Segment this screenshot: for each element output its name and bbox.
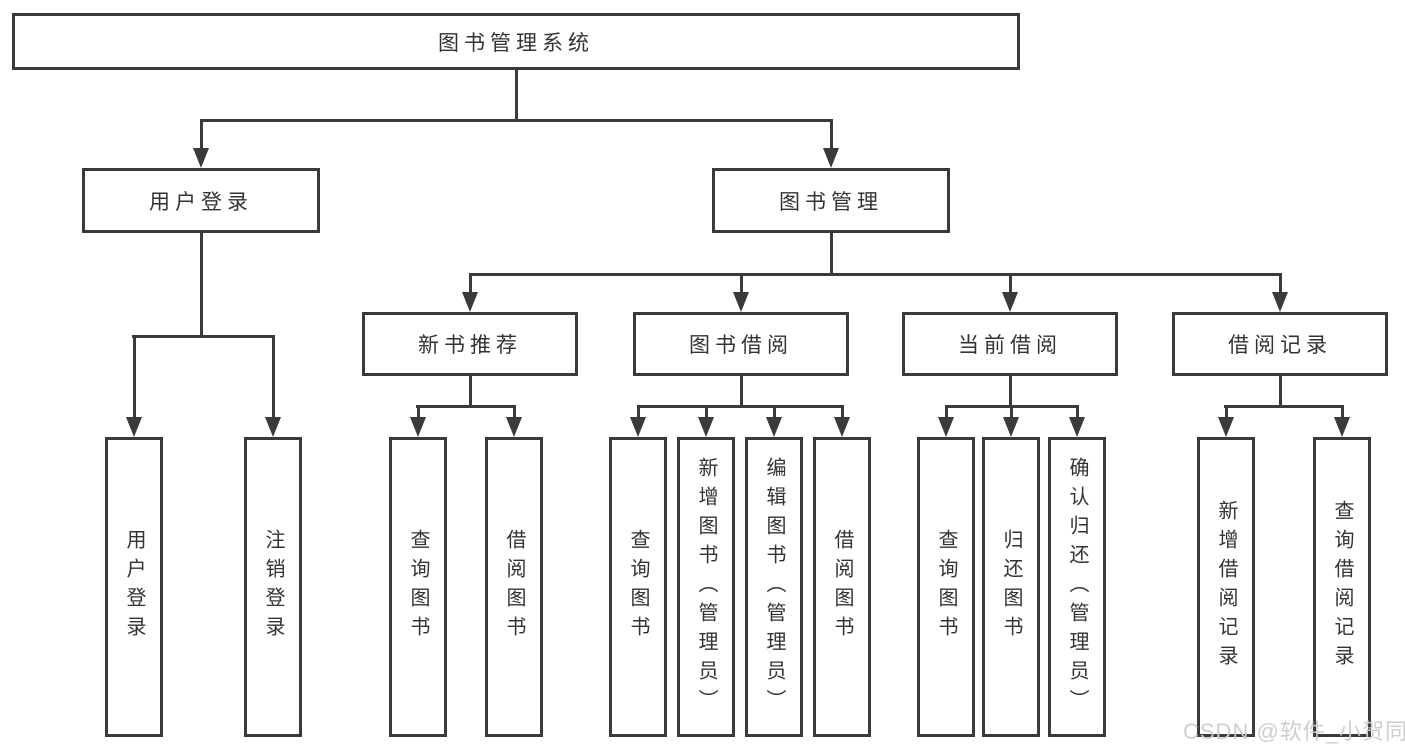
leaf-borrow-book-label: 借阅图书 (831, 529, 853, 645)
connector-line (1341, 405, 1344, 419)
leaf-newbooks-borrow-label: 借阅图书 (503, 529, 525, 645)
arrow-down-icon (823, 148, 839, 168)
arrow-down-icon (1272, 292, 1288, 312)
connector-line (740, 273, 743, 292)
leaf-borrow-book: 借阅图书 (813, 437, 871, 737)
leaf-borrow-edit-label: 编辑图书（管理员） (763, 456, 785, 718)
connector-line (1224, 405, 1343, 408)
arrow-down-icon (733, 292, 749, 312)
connector-line (469, 273, 1282, 276)
leaf-current-return-label: 归还图书 (1000, 529, 1022, 645)
node-user-login-label: 用户登录 (149, 190, 253, 214)
connector-line (637, 405, 844, 408)
leaf-current-query-label: 查询图书 (935, 529, 957, 645)
arrow-down-icon (410, 417, 426, 437)
leaf-borrow-query: 查询图书 (609, 437, 667, 737)
connector-line (200, 119, 832, 122)
node-user-login: 用户登录 (82, 168, 320, 233)
node-book-mgmt-label: 图书管理 (779, 190, 883, 214)
arrow-down-icon (462, 292, 478, 312)
leaf-current-query: 查询图书 (917, 437, 975, 737)
connector-line (469, 273, 472, 292)
leaf-borrow-add-label: 新增图书（管理员） (695, 456, 717, 718)
node-book-mgmt: 图书管理 (712, 168, 950, 233)
leaf-user-login: 用户登录 (105, 437, 163, 737)
leaf-logout: 注销登录 (244, 437, 302, 737)
connector-line (1279, 376, 1282, 408)
leaf-logout-label: 注销登录 (262, 529, 284, 645)
arrow-down-icon (766, 417, 782, 437)
csdn-watermark: CSDN @软件_小贺同学 (1183, 719, 1405, 744)
node-borrow-records: 借阅记录 (1172, 312, 1388, 376)
connector-line (830, 119, 833, 148)
arrow-down-icon (938, 417, 954, 437)
connector-line (416, 405, 515, 408)
leaf-borrow-edit: 编辑图书（管理员） (745, 437, 803, 737)
leaf-newbooks-query: 查询图书 (389, 437, 447, 737)
leaf-current-confirm: 确认归还（管理员） (1048, 437, 1106, 737)
connector-line (513, 405, 516, 419)
leaf-records-query-label: 查询借阅记录 (1331, 500, 1353, 674)
node-current-borrow-label: 当前借阅 (958, 334, 1062, 357)
arrow-down-icon (698, 417, 714, 437)
connector-line (417, 405, 420, 419)
arrow-down-icon (265, 417, 281, 437)
node-book-borrow: 图书借阅 (633, 312, 849, 376)
leaf-newbooks-borrow: 借阅图书 (485, 437, 543, 737)
leaf-current-return: 归还图书 (982, 437, 1040, 737)
node-current-borrow: 当前借阅 (902, 312, 1118, 376)
node-new-books: 新书推荐 (362, 312, 578, 376)
connector-line (773, 405, 776, 419)
arrow-down-icon (126, 417, 142, 437)
leaf-user-login-label: 用户登录 (123, 529, 145, 645)
node-new-books-label: 新书推荐 (418, 334, 522, 357)
arrow-down-icon (834, 417, 850, 437)
leaf-records-add-label: 新增借阅记录 (1215, 500, 1237, 674)
leaf-records-add: 新增借阅记录 (1197, 437, 1255, 737)
connector-line (515, 70, 518, 119)
connector-line (1225, 405, 1228, 419)
connector-line (272, 335, 275, 417)
arrow-down-icon (630, 417, 646, 437)
arrow-down-icon (1069, 417, 1085, 437)
connector-line (705, 405, 708, 419)
node-book-borrow-label: 图书借阅 (689, 334, 793, 357)
connector-line (637, 405, 640, 419)
node-borrow-records-label: 借阅记录 (1228, 334, 1332, 357)
arrow-down-icon (193, 148, 209, 168)
connector-line (1010, 405, 1013, 419)
connector-line (740, 376, 743, 408)
leaf-records-query: 查询借阅记录 (1313, 437, 1371, 737)
node-root: 图书管理系统 (12, 13, 1020, 70)
connector-line (1009, 273, 1012, 292)
arrow-down-icon (506, 417, 522, 437)
connector-line (1076, 405, 1079, 419)
connector-line (830, 233, 833, 276)
connector-line (200, 233, 203, 335)
connector-line (945, 405, 948, 419)
connector-line (1279, 273, 1282, 292)
connector-line (200, 119, 203, 148)
connector-line (133, 335, 136, 417)
leaf-borrow-query-label: 查询图书 (627, 529, 649, 645)
connector-line (841, 405, 844, 419)
arrow-down-icon (1002, 292, 1018, 312)
connector-line (469, 376, 472, 408)
node-root-label: 图书管理系统 (438, 31, 594, 55)
leaf-newbooks-query-label: 查询图书 (407, 529, 429, 645)
connector-line (132, 335, 274, 338)
arrow-down-icon (1334, 417, 1350, 437)
connector-line (1009, 376, 1012, 408)
arrow-down-icon (1003, 417, 1019, 437)
leaf-current-confirm-label: 确认归还（管理员） (1066, 456, 1088, 718)
arrow-down-icon (1218, 417, 1234, 437)
leaf-borrow-add: 新增图书（管理员） (677, 437, 735, 737)
